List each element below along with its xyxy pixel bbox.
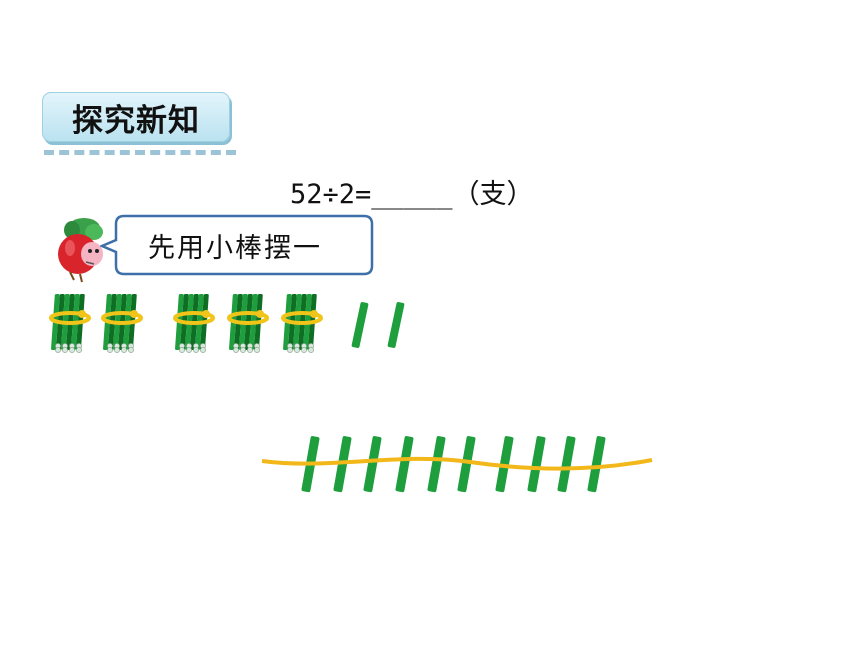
speech-bubble-text: 先用小棒摆一	[148, 233, 322, 264]
stick-bundle-icon	[49, 294, 91, 353]
speech-bubble	[100, 214, 374, 276]
stick-bundle-icon	[281, 294, 323, 353]
single-stick	[387, 302, 405, 348]
single-stick	[427, 436, 446, 493]
radish-mascot-icon	[58, 218, 103, 283]
equation-text: 52÷2=_____	[290, 179, 453, 210]
single-stick	[351, 302, 369, 348]
single-stick	[363, 436, 382, 493]
section-title: 探究新知	[72, 102, 200, 139]
split-line	[261, 456, 653, 471]
single-stick	[527, 436, 546, 493]
single-stick	[457, 436, 476, 493]
title-underline-dash	[44, 150, 236, 155]
stick-bundle-icon	[101, 294, 143, 353]
single-stick	[557, 436, 576, 493]
stick-bundle-icon	[173, 294, 215, 353]
single-stick	[587, 436, 606, 493]
equation: 52÷2=_____（支）	[290, 172, 534, 211]
section-title-badge: 探究新知	[42, 92, 230, 142]
equation-unit: （支）	[452, 179, 534, 210]
single-stick	[395, 436, 414, 493]
stick-bundle-icon	[227, 294, 269, 353]
